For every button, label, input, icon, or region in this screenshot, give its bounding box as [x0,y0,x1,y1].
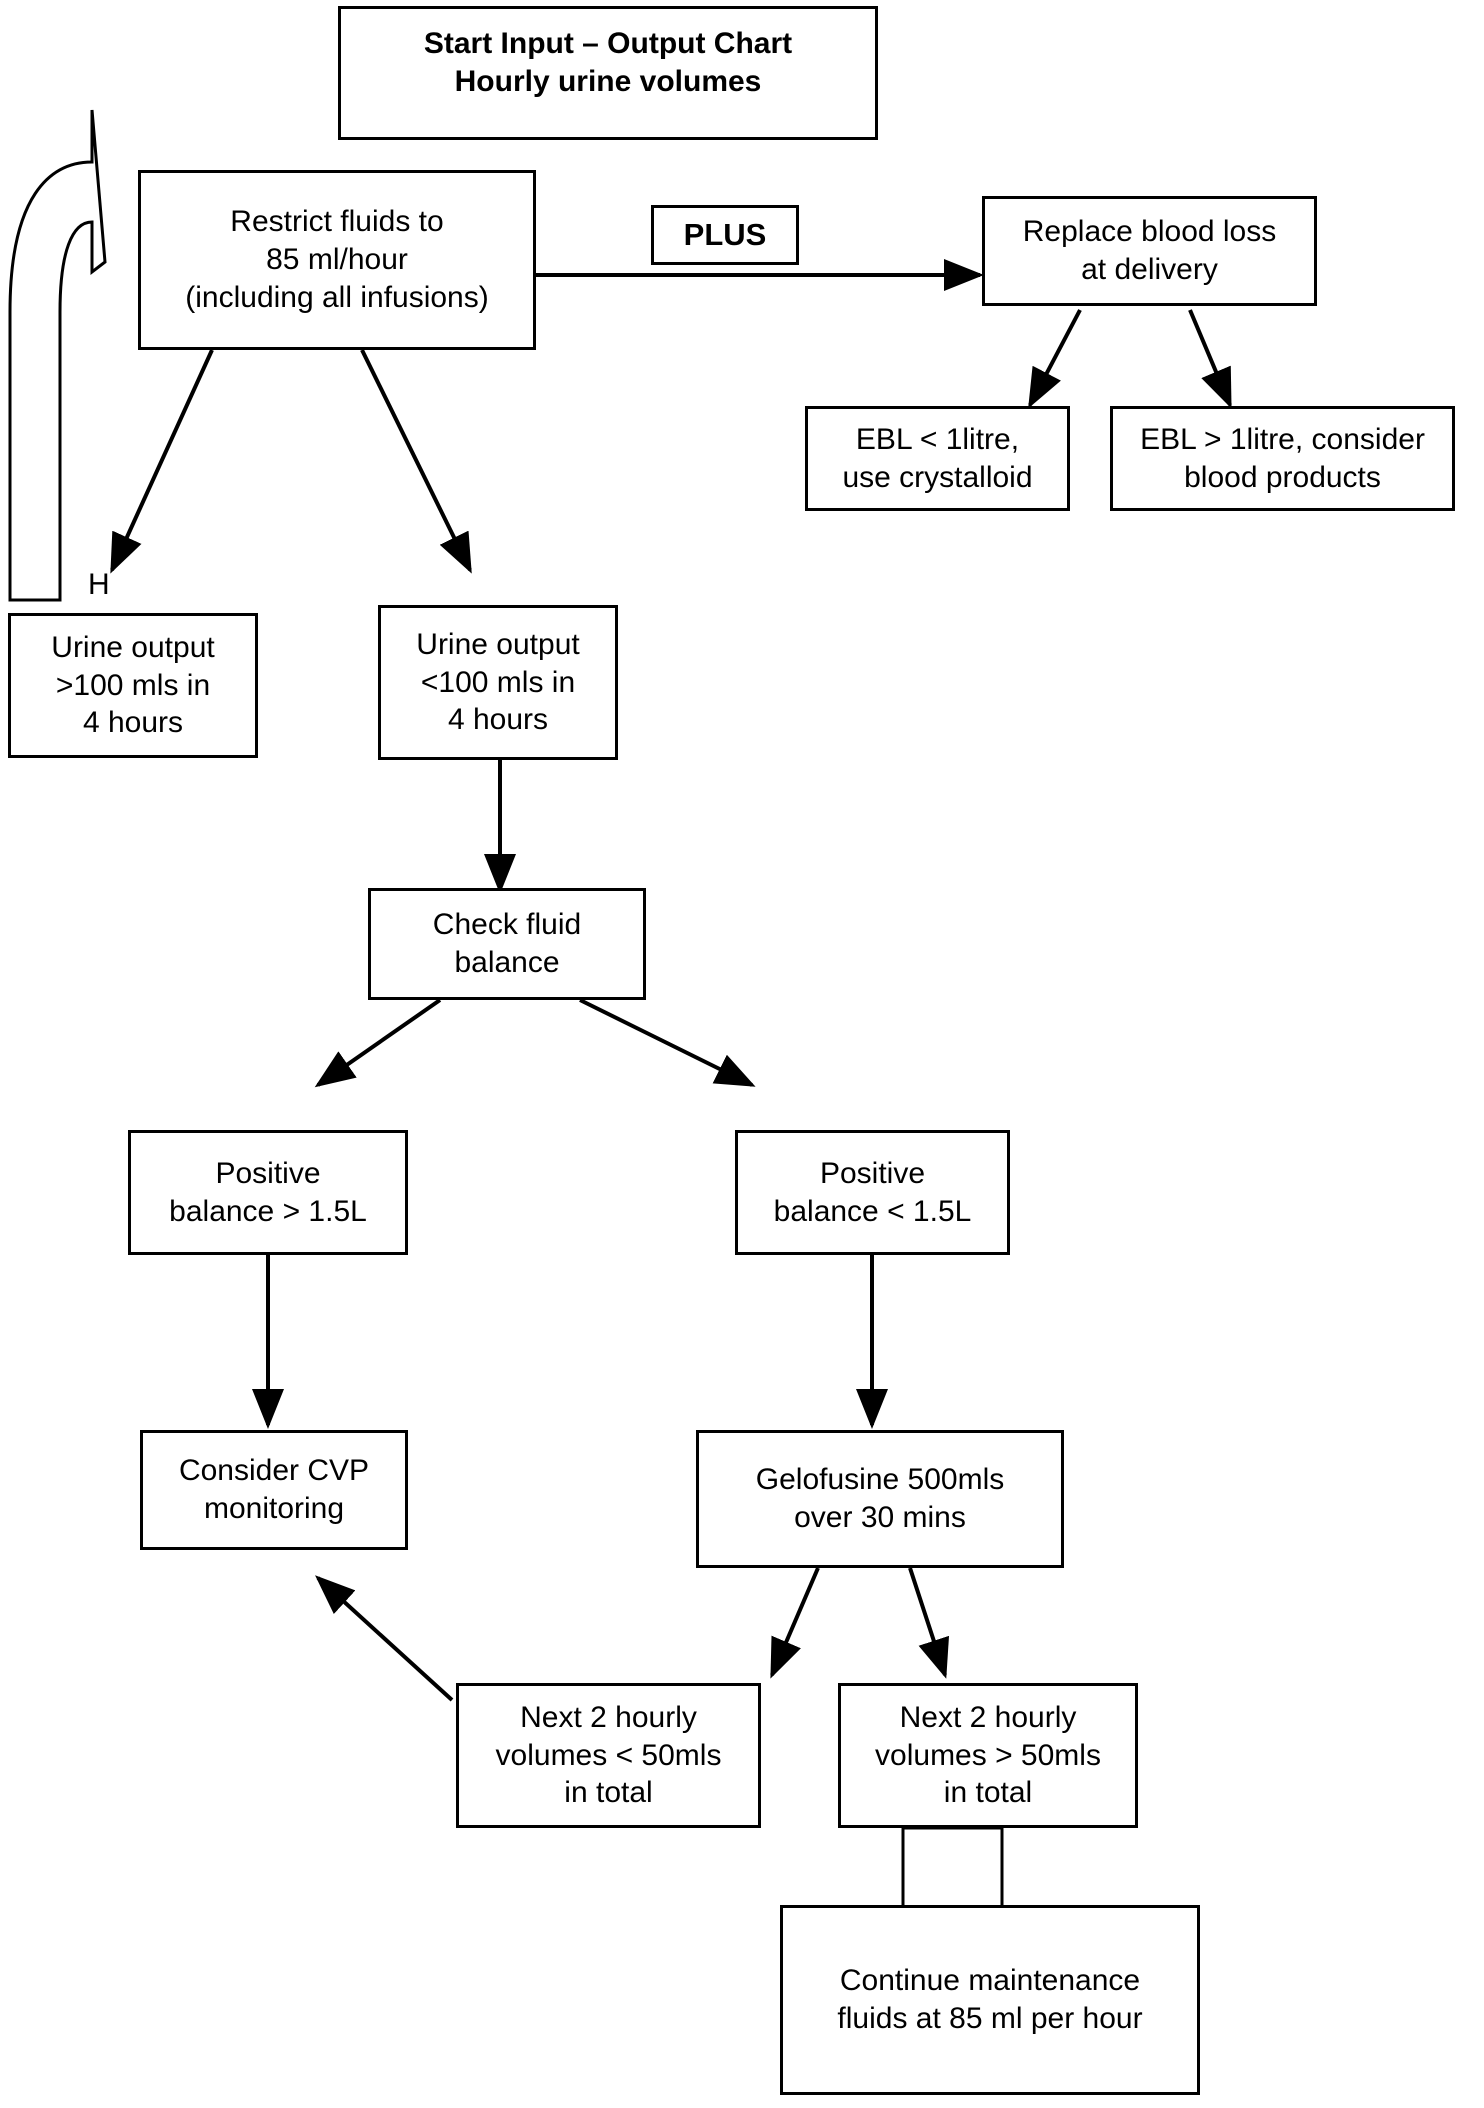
node-restrict-fluids: Restrict fluids to 85 ml/hour (including… [138,170,536,350]
node-check-fluid-balance-text: Check fluid balance [432,908,582,979]
node-ebl-more-text: EBL > 1litre, consider blood products [1140,422,1425,494]
node-replace-blood-loss-text: Replace blood loss at delivery [1022,215,1277,286]
node-positive-balance-low: Positive balance < 1.5L [735,1130,1010,1255]
label-h-marker: H [88,570,110,600]
node-urine-output-high-text: Urine output >100 mls in 4 hours [51,630,215,740]
node-consider-cvp: Consider CVP monitoring [140,1430,408,1550]
node-continue-maintenance: Continue maintenance fluids at 85 ml per… [780,1905,1200,2095]
node-gelofusine: Gelofusine 500mls over 30 mins [696,1430,1064,1568]
node-positive-balance-high-text: Positive balance > 1.5L [169,1156,367,1228]
node-next2-volumes-low: Next 2 hourly volumes < 50mls in total [456,1683,761,1828]
label-h-marker-text: H [88,568,110,601]
edge-gelofusine-to-next2-high [908,1567,950,1679]
loopback-block-arrow-icon [8,109,107,602]
node-urine-output-low-text: Urine output <100 mls in 4 hours [416,627,580,737]
node-positive-balance-high: Positive balance > 1.5L [128,1130,408,1255]
node-check-fluid-balance: Check fluid balance [368,888,646,1000]
node-urine-output-low: Urine output <100 mls in 4 hours [378,605,618,760]
node-ebl-less-text: EBL < 1litre, use crystalloid [842,422,1033,494]
node-ebl-more: EBL > 1litre, consider blood products [1110,406,1455,511]
node-ebl-less: EBL < 1litre, use crystalloid [805,406,1070,511]
node-next2-volumes-high-text: Next 2 hourly volumes > 50mls in total [875,1700,1101,1810]
edge-restrict-to-urine-low [360,349,472,574]
node-continue-maintenance-text: Continue maintenance fluids at 85 ml per… [837,1964,1143,2035]
node-plus-text: PLUS [683,217,767,253]
edge-next2-low-to-cvp [315,1575,454,1702]
node-replace-blood-loss: Replace blood loss at delivery [982,196,1317,306]
edge-gelofusine-to-next2-low [770,1567,820,1679]
node-next2-volumes-high: Next 2 hourly volumes > 50mls in total [838,1683,1138,1828]
node-consider-cvp-text: Consider CVP monitoring [178,1454,370,1525]
node-start-title-text: Start Input – Output Chart Hourly urine … [423,27,793,98]
edge-replace-to-ebl-less [1028,309,1082,409]
edge-check-to-balance-low [579,998,756,1087]
node-plus: PLUS [651,205,799,265]
node-positive-balance-low-text: Positive balance < 1.5L [773,1156,972,1228]
node-restrict-fluids-text: Restrict fluids to 85 ml/hour (including… [185,205,489,314]
node-next2-volumes-low-text: Next 2 hourly volumes < 50mls in total [495,1700,722,1810]
node-start-title: Start Input – Output Chart Hourly urine … [338,6,878,140]
edge-restrict-to-urine-high [110,349,214,574]
edge-replace-to-ebl-more [1188,309,1232,409]
node-gelofusine-text: Gelofusine 500mls over 30 mins [755,1463,1005,1534]
edge-check-to-balance-high [314,998,442,1088]
node-urine-output-high: Urine output >100 mls in 4 hours [8,613,258,758]
